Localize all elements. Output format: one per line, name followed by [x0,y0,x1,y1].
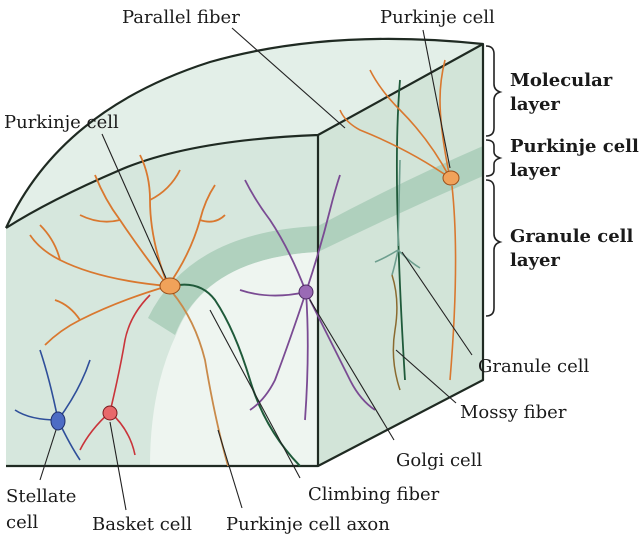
golgi-soma [298,284,314,300]
granule-cell [374,159,421,276]
leader-purkinje-left [101,133,167,279]
label-purkinje-cell-left: Purkinje cell [4,112,119,133]
leader-golgi-cell [309,299,395,441]
golgi-axon-2 [305,291,376,411]
granule-axon [397,159,401,247]
granule-dendrites [374,249,421,276]
stellate-soma [50,411,66,431]
label-purkinje-layer-line1: Purkinje cell [510,136,639,157]
label-molecular-layer-line1: Molecular [510,70,613,91]
label-granule-layer-line2: layer [510,250,560,271]
label-basket-cell: Basket cell [92,514,192,535]
label-stellate-cell-line2: cell [6,512,39,533]
bracket-purkinje [485,139,503,177]
purkinje-right-dendrite-3 [339,109,451,179]
bracket-granule [485,179,503,317]
bracket-molecular [485,45,503,137]
label-golgi-cell: Golgi cell [396,450,483,471]
purkinje-cell-right [339,59,457,381]
block-outline [4,37,485,468]
purkinje-band-face [148,226,318,335]
leader-purkinje-axon [217,429,243,509]
label-molecular-layer-line2: layer [510,94,560,115]
purkinje-right-dendrite-1 [369,69,451,179]
purkinje-left-dendrite-2 [139,154,169,287]
block-inner-edges [5,43,484,466]
leader-climbing-fiber [209,309,301,479]
leader-granule-cell [401,251,473,356]
label-purkinje-layer-line2: layer [510,160,560,181]
purkinje-right-dendrite-2 [439,59,451,179]
label-climbing-fiber: Climbing fiber [308,484,440,505]
purkinje-left-dendrite-4 [44,285,169,346]
purkinje-left-dendrite-6 [39,169,226,321]
leader-purkinje-top [422,29,451,169]
golgi-dendrite-1 [244,179,307,293]
label-granule-layer-line1: Granule cell [510,226,634,247]
leader-lines [39,27,473,511]
golgi-axon-3 [304,291,309,421]
tissue-block [4,37,485,468]
basket-soma [102,405,118,421]
label-mossy-fiber: Mossy fiber [460,402,567,423]
label-purkinje-cell-top: Purkinje cell [380,7,495,28]
purkinje-left-soma [159,277,181,295]
layer-brackets [485,45,503,317]
golgi-dendrite-2 [305,174,341,293]
purkinje-left-dendrite-1 [94,174,169,287]
leader-basket-cell [109,421,127,511]
block-top-surface [6,38,483,228]
label-stellate-cell-line1: Stellate [6,486,77,507]
purkinje-left-dendrite-3 [29,234,169,287]
leader-parallel-fiber [231,27,346,129]
label-parallel-fiber: Parallel fiber [122,7,240,28]
label-granule-cell: Granule cell [478,356,590,377]
label-purkinje-cell-axon: Purkinje cell axon [226,514,390,535]
leader-mossy-fiber [395,349,457,404]
block-side-face [318,44,483,466]
climbing-fiber-path [171,283,301,467]
mossy-fiber-path [391,274,401,391]
purkinje-right-axon [449,185,457,381]
purkinje-cell-left [29,154,226,346]
leader-stellate-cell [39,429,57,481]
purkinje-right-soma [442,170,460,186]
white-matter-core [150,252,318,466]
basket-branch-1 [109,294,151,413]
